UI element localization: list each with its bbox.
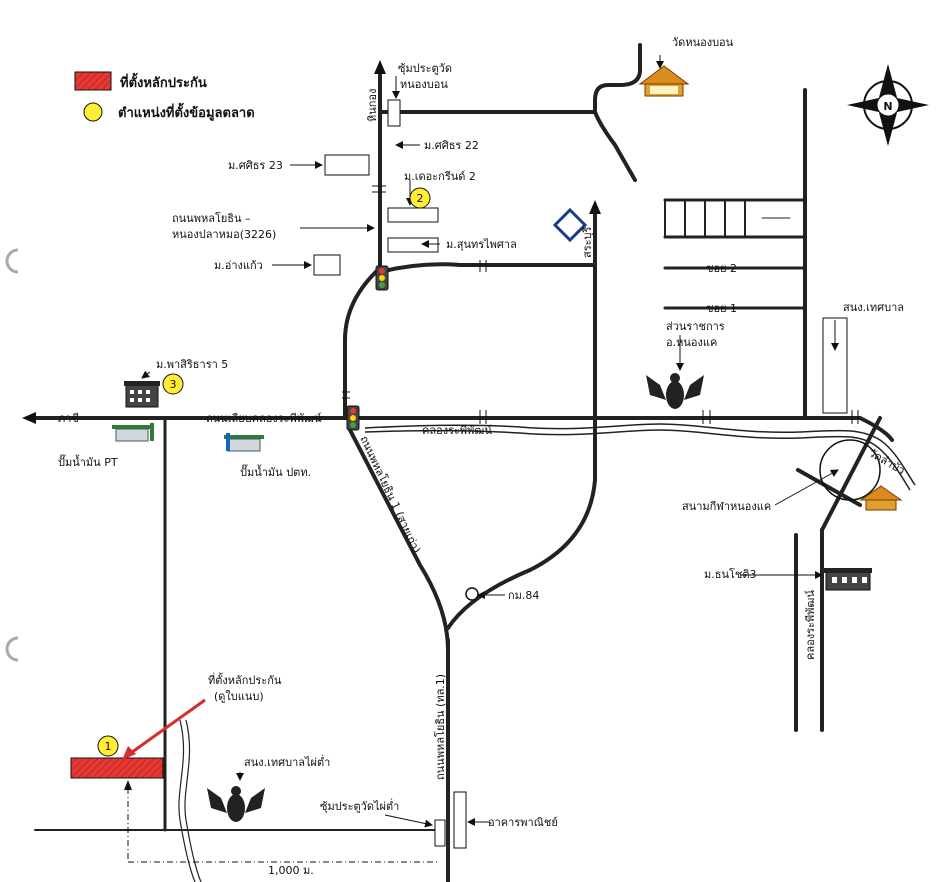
- label-collateral-note-2: (ดูใบแนบ): [214, 690, 264, 703]
- road-liap-khlong-end: [858, 416, 894, 442]
- garuda-icon: [646, 373, 704, 409]
- building-icon-2: [824, 568, 872, 591]
- label-saraburi: สระบุรี: [581, 226, 594, 258]
- label-stadium: สนามกีฬาหนองแค: [682, 500, 771, 513]
- label-road-3226-1: ถนนพหลโยธิน –: [172, 211, 251, 225]
- label-gov-office-1: ส่วนราชการ: [666, 320, 725, 333]
- collateral-pointer-head: [122, 746, 136, 760]
- svg-text:3: 3: [170, 378, 177, 391]
- km84-marker: [465, 587, 479, 601]
- pointer-lines: [141, 55, 839, 828]
- label-road-liap-khlong: ถนนเลียบคลองระพีพัฒน์: [206, 412, 322, 425]
- map-labels: วัดหนองบอน ซุ้มประตูวัด หนองบอน ม.ศศิธร …: [58, 36, 907, 877]
- road-junction-curve: [343, 266, 382, 420]
- label-m-sasiri-22: ม.ศศิธร 22: [424, 139, 479, 152]
- binder-holes: [5, 248, 19, 662]
- label-soi-pratu-wat: ซุ้มประตูวัด: [398, 62, 452, 75]
- housing-block: [663, 198, 807, 239]
- gas-station-icon-pt: [112, 423, 154, 442]
- building-icon: [124, 381, 160, 408]
- label-wat-nongbon: วัดหนองบอน: [672, 36, 734, 49]
- temple-icon: [638, 65, 690, 97]
- road-stadium-2: [796, 468, 862, 507]
- label-collateral-note-1: ที่ตั้งหลักประกัน: [208, 672, 282, 687]
- legend-market-label: ตำแหน่งที่ตั้งข้อมูลตลาด: [118, 102, 255, 121]
- label-m-the-green-2: ม.เดอะกรีนด์ 2: [404, 170, 476, 183]
- label-commercial: อาคารพาณิชย์: [488, 816, 558, 829]
- legend-collateral-label: ที่ตั้งหลักประกัน: [120, 72, 207, 91]
- label-gas-pt: ปั๊มน้ำมัน PT: [58, 454, 118, 469]
- distance-arrow-up: [124, 780, 132, 790]
- market-marker-2: 2: [409, 187, 431, 209]
- north-label: N: [883, 100, 892, 113]
- label-old-road: ถนนพหลโยธิน 1 (สายเก่า): [357, 433, 424, 555]
- arrow-to-saraburi: [589, 200, 601, 214]
- label-km84: กม.84: [508, 589, 539, 602]
- label-wat-lam-bua: วัดลำบัว: [867, 446, 908, 477]
- traffic-light-2: [346, 405, 360, 431]
- canal: [178, 423, 916, 882]
- label-khlong-raphiphat: คลองระพีพัฒน์: [422, 424, 492, 437]
- legend: ที่ตั้งหลักประกัน ตำแหน่งที่ตั้งข้อมูลตล…: [74, 71, 255, 122]
- arrow-to-phachi: [22, 412, 36, 424]
- svg-text:2: 2: [417, 192, 424, 205]
- collateral-site: [70, 757, 164, 779]
- label-m-thanasothi: ม.ธนโชติ3: [704, 567, 757, 581]
- label-nongbon: หนองบอน: [400, 78, 448, 91]
- label-soi-2: ซอย 2: [706, 262, 737, 275]
- bank-logo-icon: [552, 207, 588, 243]
- temple-icon-2: [859, 485, 903, 511]
- north-arrow: N: [847, 64, 929, 146]
- garuda-icon-2: [207, 786, 265, 822]
- label-municipal-phai-tam: สนง.เทศบาลไผ่ต่ำ: [244, 754, 330, 769]
- label-highway1: ถนนพหลโยธิน (ทล.1): [433, 674, 447, 780]
- label-m-sasiri-23: ม.ศศิธร 23: [228, 159, 283, 172]
- road-stadium: [820, 416, 882, 532]
- label-m-phasiri: ม.พาสิริธารา 5: [156, 358, 228, 371]
- market-marker-1: 1: [97, 735, 119, 757]
- stadium-icon: [819, 439, 881, 501]
- collateral-pointer: [127, 698, 206, 757]
- label-khlong-vertical: คลองระพีพัฒน์: [804, 590, 817, 660]
- market-marker-3: 3: [162, 373, 184, 395]
- arrow-to-hinkong: [374, 60, 386, 74]
- svg-text:1: 1: [105, 740, 112, 753]
- bridge-marks: [342, 185, 859, 424]
- road-saraburi-curve: [446, 478, 597, 630]
- label-gov-office-2: อ.หนองแค: [666, 336, 717, 349]
- label-m-ang-kaew: ม.อ่างแก้ว: [214, 259, 263, 272]
- label-hin-kong: หินกอง: [366, 89, 379, 122]
- label-police: สนง.เทศบาล: [843, 301, 904, 314]
- gas-station-icon-ptt: [224, 433, 264, 452]
- road-old-phahon: [348, 428, 450, 652]
- label-soi-1: ซอย 1: [706, 302, 737, 315]
- label-road-3226-2: หนองปลาหมอ(3226): [172, 228, 276, 241]
- buildings: [313, 99, 848, 849]
- distance-measure: [127, 788, 440, 863]
- roads: [22, 43, 894, 882]
- road-to-saraburi: [378, 262, 597, 274]
- label-gas-ptt: ปั๊มน้ำมัน ปตท.: [240, 464, 311, 479]
- label-soi-wat-phai-tam: ซุ้มประตูวัดไผ่ต่ำ: [320, 798, 399, 813]
- road-wat-nongbon: [593, 43, 642, 182]
- traffic-light-1: [375, 265, 389, 291]
- legend-collateral-swatch: [74, 71, 112, 91]
- legend-market-swatch: [83, 102, 103, 122]
- label-to-phachi: ภาชี: [58, 412, 79, 425]
- label-m-sunthorn: ม.สุนทรไพศาล: [446, 238, 517, 251]
- label-distance: 1,000 ม.: [268, 864, 314, 877]
